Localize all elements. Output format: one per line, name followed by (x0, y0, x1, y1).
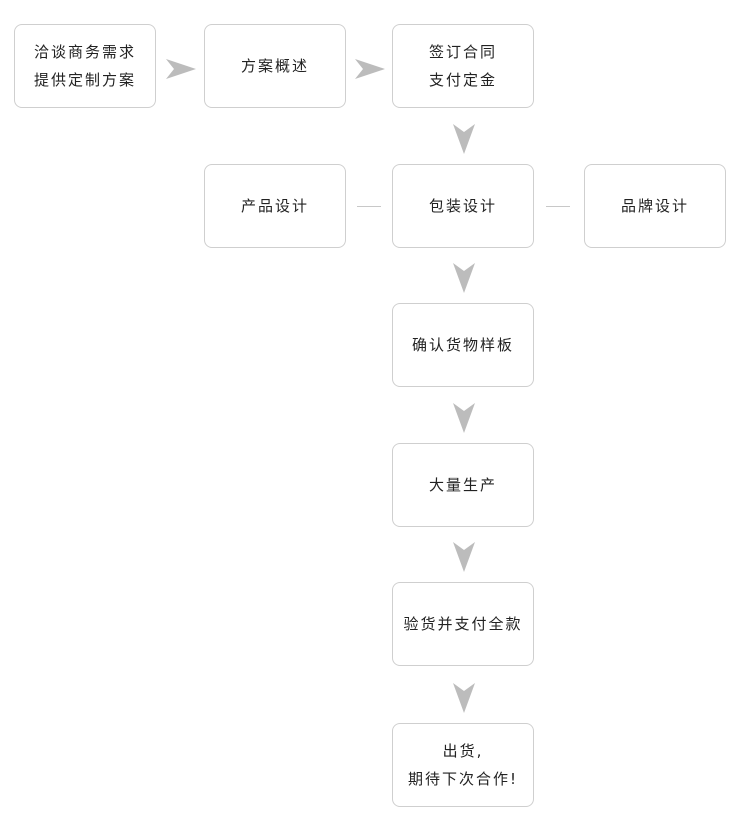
arrow-down-icon (453, 403, 475, 433)
step-overview-line1: 方案概述 (240, 57, 309, 75)
step-contract-line2: 支付定金 (428, 71, 497, 89)
step-negotiate-line1: 洽谈商务需求 (33, 43, 136, 61)
step-production-box: 大量生产 (392, 443, 534, 527)
step-inspection-box: 验货并支付全款 (392, 582, 534, 666)
step-packaging-design-box: 包装设计 (392, 164, 534, 248)
step-sample-box: 确认货物样板 (392, 303, 534, 387)
connector-line (546, 206, 570, 207)
step-negotiate-box: 洽谈商务需求 提供定制方案 (14, 24, 156, 108)
step-brand-design-line1: 品牌设计 (620, 197, 689, 215)
arrow-down-icon (453, 542, 475, 572)
step-contract-box: 签订合同 支付定金 (392, 24, 534, 108)
connector-line (357, 206, 381, 207)
arrow-down-icon (453, 263, 475, 293)
arrow-right-icon (355, 59, 385, 79)
step-packaging-design-line1: 包装设计 (428, 197, 497, 215)
step-overview-box: 方案概述 (204, 24, 346, 108)
step-product-design-line1: 产品设计 (240, 197, 309, 215)
step-sample-line1: 确认货物样板 (411, 336, 514, 354)
step-inspection-line1: 验货并支付全款 (403, 615, 523, 633)
arrow-down-icon (453, 124, 475, 154)
arrow-down-icon (453, 683, 475, 713)
step-production-line1: 大量生产 (428, 476, 497, 494)
step-product-design-box: 产品设计 (204, 164, 346, 248)
arrow-right-icon (166, 59, 196, 79)
step-delivery-box: 出货, 期待下次合作! (392, 723, 534, 807)
step-delivery-line2: 期待下次合作! (407, 770, 518, 788)
step-contract-line1: 签订合同 (428, 43, 497, 61)
step-negotiate-line2: 提供定制方案 (33, 71, 136, 89)
step-brand-design-box: 品牌设计 (584, 164, 726, 248)
step-delivery-line1: 出货, (442, 742, 484, 760)
